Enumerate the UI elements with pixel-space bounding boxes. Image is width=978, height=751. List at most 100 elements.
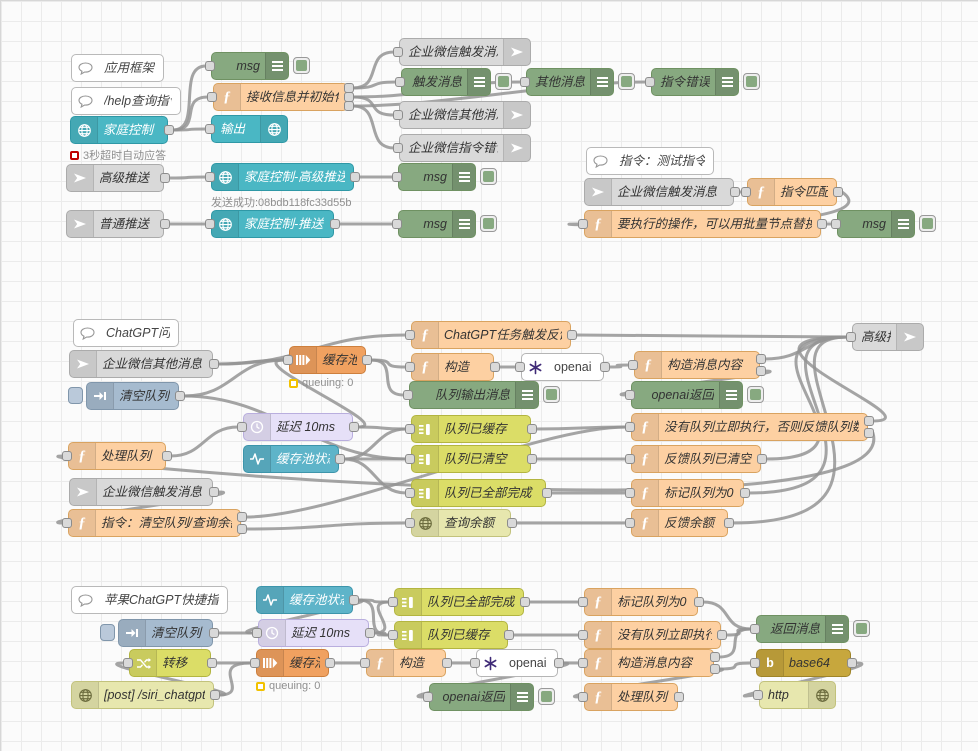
openai-btm-output-port[interactable] — [554, 658, 564, 668]
wire[interactable] — [724, 627, 753, 637]
debug-msg-3[interactable]: msg — [398, 210, 476, 238]
debug-other-msg-enable-toggle[interactable] — [618, 73, 635, 90]
function-process-queue-mid-output-port[interactable] — [162, 451, 172, 461]
function-cmd-clear-query-output-port-1[interactable] — [237, 512, 247, 522]
http-response-output[interactable]: 输出 — [211, 115, 288, 143]
function-construct-mid-input-port[interactable] — [405, 362, 415, 372]
function-cmd-clear-query-input-port[interactable] — [62, 518, 72, 528]
buffer-pool-btm-input-port[interactable] — [250, 658, 260, 668]
debug-other-msg-input-port[interactable] — [520, 77, 530, 87]
link-out-wecom-trigger-msg-input-port[interactable] — [393, 47, 403, 57]
function-feedback-balance-output-port[interactable] — [724, 518, 734, 528]
wire[interactable] — [274, 358, 367, 429]
debug-msg-3-input-port[interactable] — [392, 219, 402, 229]
inject-clear-queue-btm-inject-button[interactable] — [100, 624, 115, 641]
switch-queue-done-mid[interactable]: 队列已全部完成 — [411, 479, 546, 507]
debug-other-msg[interactable]: 其他消息 — [526, 68, 614, 96]
debug-cmd-error-enable-toggle[interactable] — [743, 73, 760, 90]
comment-chatgpt-question[interactable]: ChatGPT问题 — [73, 319, 179, 347]
base64-node-output-port[interactable] — [847, 658, 857, 668]
switch-queue-cached-mid-output-port[interactable] — [527, 424, 537, 434]
switch-queue-done-btm-output-port[interactable] — [520, 597, 530, 607]
http-response-btm-input-port[interactable] — [753, 690, 763, 700]
function-mark-queue-zero-mid-output-port[interactable] — [740, 488, 750, 498]
comment-app-framework[interactable]: 应用框架 — [71, 54, 164, 82]
function-chatgpt-task-feedback-output-port[interactable] — [567, 330, 577, 340]
function-feedback-cleared-input-port[interactable] — [625, 454, 635, 464]
link-in-wecom-other-2[interactable]: 企业微信其他消息 — [69, 350, 213, 378]
link-out-advanced-push-right-input-port[interactable] — [846, 332, 856, 342]
link-in-wecom-trigger-3[interactable]: 企业微信触发消息 — [69, 478, 213, 506]
function-process-queue-btm-output-port[interactable] — [674, 692, 684, 702]
wire[interactable] — [351, 80, 398, 90]
inject-clear-queue-btm[interactable]: 清空队列 — [118, 619, 213, 647]
change-transfer-output-port[interactable] — [207, 658, 217, 668]
http-response-output-input-port[interactable] — [205, 124, 215, 134]
inject-clear-queue-btm-output-port[interactable] — [209, 628, 219, 638]
node-home-control-advanced-push-output-port[interactable] — [350, 172, 360, 182]
debug-queue-output-enable-toggle[interactable] — [543, 386, 560, 403]
http-query-balance-output-port[interactable] — [507, 518, 517, 528]
wire[interactable] — [607, 363, 631, 369]
switch-queue-cached-btm-input-port[interactable] — [388, 630, 398, 640]
wire[interactable] — [797, 335, 887, 423]
link-in-advanced-push[interactable]: 高级推送 — [66, 164, 164, 192]
function-no-queue-exec-mid-input-port[interactable] — [625, 422, 635, 432]
wire[interactable] — [342, 427, 408, 461]
link-in-wecom-trigger-2-output-port[interactable] — [730, 187, 740, 197]
debug-msg-2[interactable]: msg — [398, 163, 476, 191]
link-out-wecom-other-msg-input-port[interactable] — [393, 110, 403, 120]
debug-msg-4[interactable]: msg — [837, 210, 915, 238]
function-no-queue-exec-btm-input-port[interactable] — [578, 630, 588, 640]
debug-msg-1-input-port[interactable] — [205, 61, 215, 71]
wave-buffer-status-btm[interactable]: 缓存池状态 — [256, 586, 353, 614]
http-query-balance-input-port[interactable] — [405, 518, 415, 528]
inject-clear-queue-mid-output-port[interactable] — [175, 391, 185, 401]
base64-node-input-port[interactable] — [750, 658, 760, 668]
debug-trigger-msg-input-port[interactable] — [395, 77, 405, 87]
comment-apple-shortcut[interactable]: 苹果ChatGPT快捷指令 — [71, 586, 228, 614]
function-construct-mid-output-port[interactable] — [490, 362, 500, 372]
wire[interactable] — [169, 425, 240, 458]
wire[interactable] — [351, 104, 396, 150]
delay-10ms-mid-input-port[interactable] — [237, 422, 247, 432]
debug-msg-1[interactable]: msg — [211, 52, 289, 80]
debug-queue-output-input-port[interactable] — [403, 390, 413, 400]
function-mark-queue-zero-btm-output-port[interactable] — [694, 597, 704, 607]
wire[interactable] — [369, 358, 406, 397]
function-receive-init-input-port[interactable] — [207, 92, 217, 102]
openai-mid-output-port[interactable] — [600, 362, 610, 372]
node-home-control-push[interactable]: 家庭控制-推送 — [211, 210, 334, 238]
wave-buffer-status-mid[interactable]: 缓存池状态 — [243, 445, 339, 473]
wire[interactable] — [342, 457, 408, 495]
function-cmd-match-output-port[interactable] — [833, 187, 843, 197]
wire[interactable] — [244, 521, 408, 531]
http-response-btm[interactable]: http — [759, 681, 836, 709]
switch-queue-cached-mid[interactable]: 队列已缓存 — [411, 415, 531, 443]
inject-clear-queue-mid[interactable]: 清空队列 — [86, 382, 179, 410]
function-batch-ops-input-port[interactable] — [578, 219, 588, 229]
function-construct-msg-mid-output-port-2[interactable] — [756, 366, 766, 376]
wire[interactable] — [416, 661, 569, 699]
debug-openai-return-btm-input-port[interactable] — [423, 692, 433, 702]
comment-help-query[interactable]: /help查询指令 — [71, 87, 181, 115]
http-query-balance[interactable]: 查询余额 — [411, 509, 511, 537]
function-construct-btm-input-port[interactable] — [360, 658, 370, 668]
wave-buffer-status-btm-output-port[interactable] — [349, 595, 359, 605]
debug-msg-4-enable-toggle[interactable] — [919, 215, 936, 232]
openai-mid[interactable]: openai — [521, 353, 604, 381]
link-in-wecom-trigger-2[interactable]: 企业微信触发消息 — [584, 178, 734, 206]
function-construct-msg-btm-output-port-1[interactable] — [710, 652, 720, 662]
